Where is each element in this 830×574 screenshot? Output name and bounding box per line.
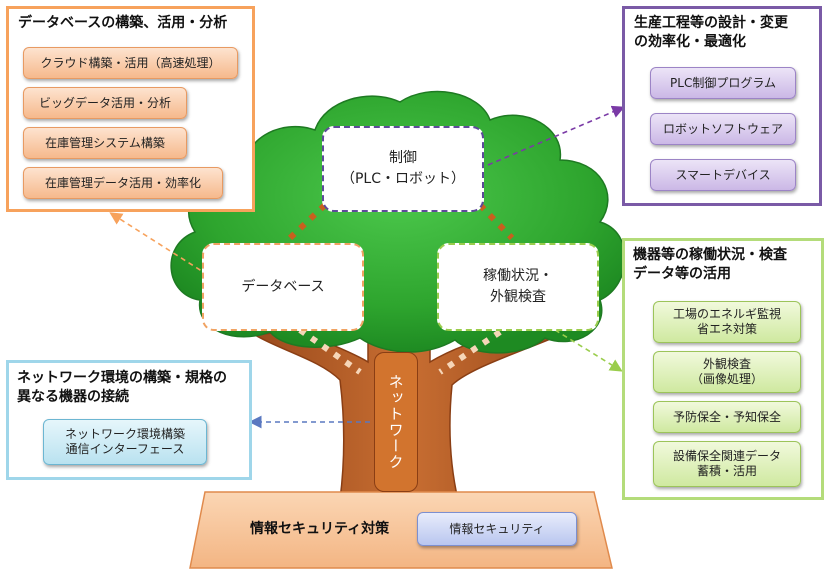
- tree-node-control: 制御 （PLC・ロボット）: [322, 126, 484, 212]
- operation-item-maintenance-data: 設備保全関連データ 蓄積・活用: [653, 441, 801, 487]
- security-base: [189, 491, 613, 569]
- network-panel-title: ネットワーク環境の構築・規格の 異なる機器の接続: [17, 370, 227, 405]
- trunk-network-text: ネットワーク: [386, 374, 405, 470]
- security-item: 情報セキュリティ: [417, 512, 577, 546]
- database-item-cloud: クラウド構築・活用（高速処理）: [23, 47, 238, 79]
- production-item-robot: ロボットソフトウェア: [650, 113, 796, 145]
- trunk-network-label: ネットワーク: [374, 352, 418, 492]
- database-panel-title: データベースの構築、活用・分析: [18, 15, 228, 31]
- database-item-inventory-system: 在庫管理システム構築: [23, 127, 187, 159]
- operation-item-visual-inspection: 外観検査 （画像処理）: [653, 351, 801, 393]
- operation-item-energy: 工場のエネルギ監視 省エネ対策: [653, 301, 801, 343]
- operation-panel: 機器等の稼働状況・検査 データ等の活用 工場のエネルギ監視 省エネ対策 外観検査…: [622, 238, 824, 500]
- branch-dots: [287, 202, 515, 375]
- operation-item-maintenance: 予防保全・予知保全: [653, 401, 801, 433]
- database-panel: データベースの構築、活用・分析 クラウド構築・活用（高速処理） ビッグデータ活用…: [6, 6, 255, 212]
- network-item-environment: ネットワーク環境構築 通信インターフェース: [43, 419, 207, 465]
- production-panel: 生産工程等の設計・変更 の効率化・最適化 PLC制御プログラム ロボットソフトウ…: [622, 6, 822, 206]
- security-base-title: 情報セキュリティ対策: [250, 521, 390, 537]
- operation-panel-title: 機器等の稼働状況・検査 データ等の活用: [633, 247, 787, 282]
- production-item-smart-device: スマートデバイス: [650, 159, 796, 191]
- network-panel: ネットワーク環境の構築・規格の 異なる機器の接続 ネットワーク環境構築 通信イン…: [6, 360, 252, 480]
- production-panel-title: 生産工程等の設計・変更 の効率化・最適化: [634, 15, 788, 50]
- tree-node-database: データベース: [202, 243, 364, 331]
- production-item-plc: PLC制御プログラム: [650, 67, 796, 99]
- database-item-inventory-data: 在庫管理データ活用・効率化: [23, 167, 223, 199]
- tree-node-inspection: 稼働状況・ 外観検査: [437, 243, 599, 331]
- connector-arrows: [109, 105, 625, 429]
- database-item-bigdata: ビッグデータ活用・分析: [23, 87, 187, 119]
